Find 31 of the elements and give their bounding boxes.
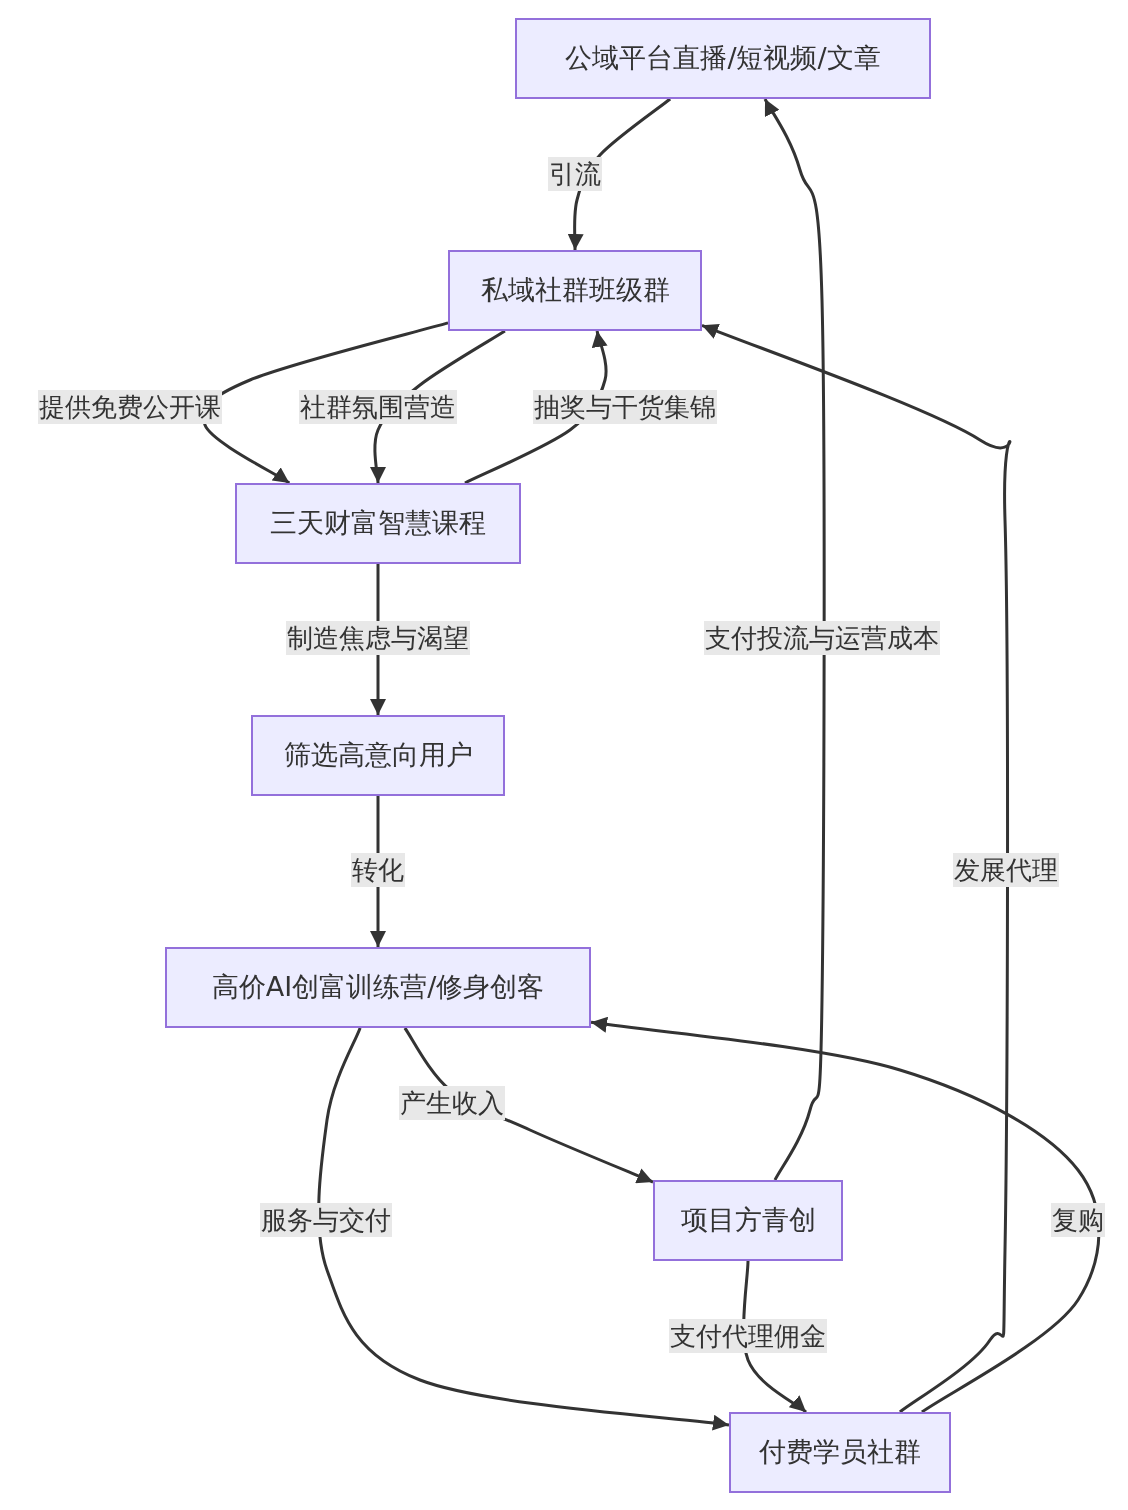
node-text: 筛选高意向用户 xyxy=(283,738,473,773)
edge-label: 提供免费公开课 xyxy=(38,390,222,424)
edge-label: 制造焦虑与渴望 xyxy=(286,621,470,655)
arrow xyxy=(701,323,1010,1414)
edge-label: 支付投流与运营成本 xyxy=(704,621,940,655)
process-box xyxy=(251,715,505,796)
process-box xyxy=(515,18,931,99)
arrow xyxy=(590,1016,1101,1414)
arrow xyxy=(201,321,449,485)
edge-label: 产生收入 xyxy=(399,1086,505,1120)
edge-label: 复购 xyxy=(1051,1203,1105,1237)
process-box xyxy=(729,1412,951,1493)
arrow xyxy=(317,1027,730,1431)
edge-label: 抽奖与干货集锦 xyxy=(533,390,717,424)
node-text: 高价AI创富训练营/修身创客 xyxy=(211,970,545,1005)
edge-label: 转化 xyxy=(351,853,405,887)
process-box xyxy=(448,250,702,331)
node-text: 三天财富智慧课程 xyxy=(270,506,486,541)
edge-label: 发展代理 xyxy=(953,853,1059,887)
process-box xyxy=(653,1180,843,1261)
process-box xyxy=(235,483,521,564)
edge-label: 社群氛围营造 xyxy=(299,390,457,424)
edge-label: 引流 xyxy=(548,157,602,191)
node-text: 付费学员社群 xyxy=(759,1435,921,1470)
edge-label: 服务与交付 xyxy=(260,1203,392,1237)
arrow xyxy=(763,98,826,1181)
process-box xyxy=(165,947,591,1028)
node-text: 公域平台直播/短视频/文章 xyxy=(565,41,881,76)
node-text: 私域社群班级群 xyxy=(480,273,670,308)
node-text: 项目方青创 xyxy=(680,1203,816,1238)
edge-label: 支付代理佣金 xyxy=(669,1319,827,1353)
